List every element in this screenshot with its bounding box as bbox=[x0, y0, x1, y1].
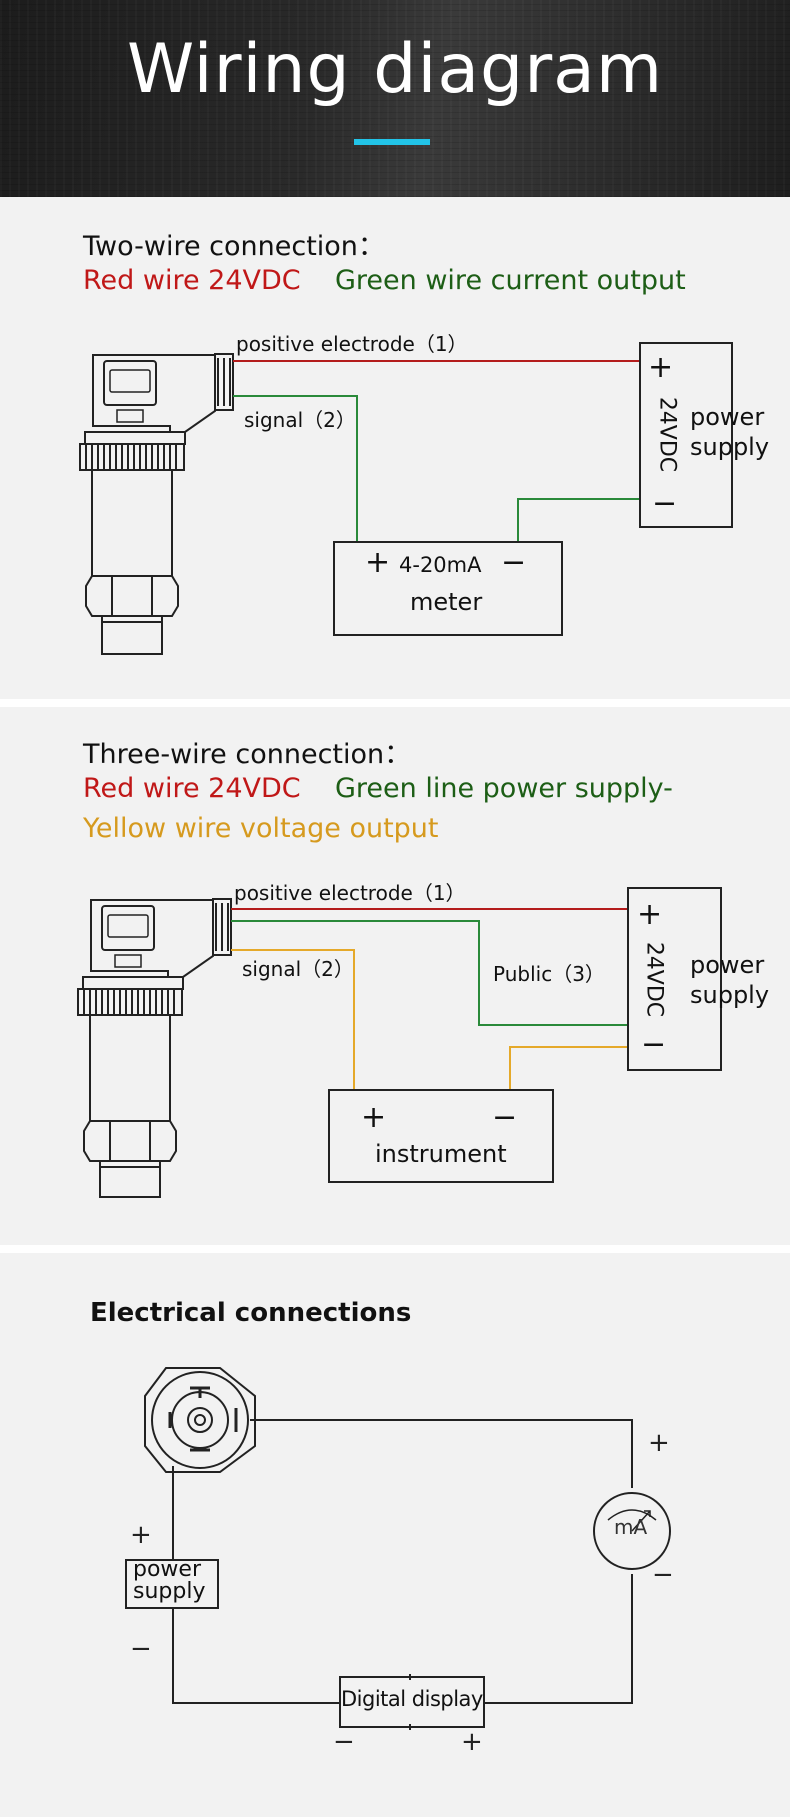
two-wire-supply-label-1: power bbox=[690, 403, 765, 431]
power-supply-box bbox=[627, 887, 722, 1071]
yellow-wire-signal bbox=[231, 949, 355, 1090]
three-wire-green-label: Green line power supply- bbox=[335, 773, 673, 804]
three-wire-supply-voltage: 24VDC bbox=[641, 941, 667, 1018]
display-plus-sign: + bbox=[461, 1727, 483, 1757]
section-divider bbox=[0, 699, 790, 707]
three-wire-supply-plus: + bbox=[637, 897, 663, 932]
electrical-supply-label-2: supply bbox=[133, 1579, 206, 1604]
two-wire-signal-label: signal（2） bbox=[244, 408, 356, 432]
digital-display-label: Digital display bbox=[341, 1687, 483, 1711]
electrical-title: Electrical connections bbox=[90, 1298, 412, 1328]
circuit-right-line bbox=[484, 1574, 633, 1704]
section-divider bbox=[0, 1245, 790, 1253]
title-underline bbox=[354, 139, 430, 145]
two-wire-positive-label: positive electrode（1） bbox=[236, 332, 468, 356]
meter-minus: − bbox=[501, 545, 527, 580]
two-wire-green-label: Green wire current output bbox=[335, 265, 686, 296]
connector-plug-icon bbox=[144, 1367, 256, 1473]
three-wire-signal-label: signal（2） bbox=[242, 957, 354, 981]
two-wire-diagram bbox=[79, 342, 733, 655]
green-wire-signal bbox=[233, 395, 358, 542]
green-wire-public bbox=[231, 920, 628, 1026]
electrical-supply-box bbox=[125, 1559, 219, 1609]
three-wire-supply-minus: − bbox=[641, 1027, 667, 1062]
electrical-supply-label-1: power bbox=[133, 1557, 201, 1582]
meter-plus-sign: + bbox=[648, 1428, 670, 1458]
two-wire-red-label: Red wire 24VDC bbox=[83, 265, 301, 296]
meter-range: 4-20mA bbox=[399, 553, 482, 577]
pressure-transmitter-icon bbox=[77, 898, 232, 1198]
meter-unit-label: mA bbox=[614, 1515, 648, 1539]
instrument-plus: + bbox=[361, 1100, 387, 1135]
page-title: Wiring diagram bbox=[126, 30, 664, 109]
circuit-top-line bbox=[250, 1419, 633, 1488]
instrument-box bbox=[328, 1089, 554, 1183]
header-banner: Wiring diagram bbox=[0, 0, 790, 197]
two-wire-supply-voltage: 24VDC bbox=[654, 396, 680, 473]
green-wire-return bbox=[517, 498, 640, 542]
three-wire-red-label: Red wire 24VDC bbox=[83, 773, 301, 804]
meter-box bbox=[333, 541, 563, 636]
three-wire-diagram bbox=[77, 887, 722, 1198]
supply-plus-sign: + bbox=[130, 1520, 152, 1550]
meter-label: meter bbox=[410, 588, 483, 616]
pressure-transmitter-icon bbox=[79, 353, 234, 655]
two-wire-title: Two-wire connection： bbox=[83, 231, 385, 262]
two-wire-supply-plus: + bbox=[648, 350, 674, 385]
electrical-diagram bbox=[125, 1367, 671, 1730]
digital-display-box bbox=[339, 1676, 485, 1728]
instrument-label: instrument bbox=[375, 1140, 507, 1168]
wood-texture bbox=[0, 0, 790, 197]
circuit-bottom-line bbox=[172, 1608, 340, 1704]
three-wire-public-label: Public（3） bbox=[493, 962, 605, 986]
two-wire-supply-label-2: supply bbox=[690, 433, 770, 461]
two-wire-supply-minus: − bbox=[652, 486, 678, 521]
instrument-minus: − bbox=[492, 1100, 518, 1135]
three-wire-title: Three-wire connection： bbox=[83, 739, 412, 770]
power-supply-box bbox=[639, 342, 733, 528]
display-minus-sign: − bbox=[333, 1727, 355, 1757]
three-wire-positive-label: positive electrode（1） bbox=[234, 881, 466, 905]
meter-minus-sign: − bbox=[652, 1560, 674, 1590]
three-wire-yellow-label: Yellow wire voltage output bbox=[83, 813, 439, 844]
three-wire-supply-label-2: supply bbox=[690, 981, 770, 1009]
yellow-wire-return bbox=[509, 1046, 628, 1090]
milliammeter-icon bbox=[593, 1492, 671, 1570]
three-wire-supply-label-1: power bbox=[690, 951, 765, 979]
meter-plus: + bbox=[365, 545, 391, 580]
electrical-section bbox=[0, 1253, 790, 1817]
supply-minus-sign: − bbox=[130, 1634, 152, 1664]
